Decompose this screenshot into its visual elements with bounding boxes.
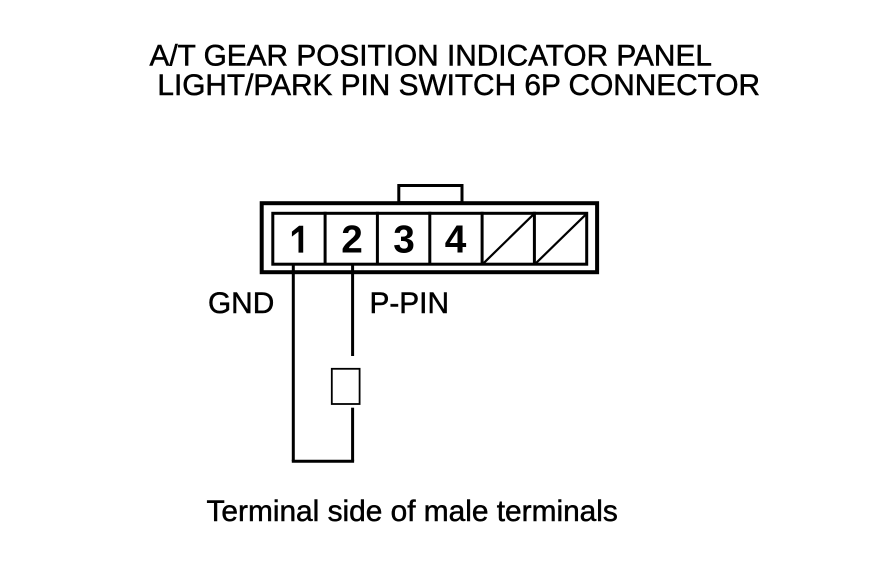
svg-text:Terminal side of male terminal: Terminal side of male terminals [207, 495, 618, 528]
svg-text:GND: GND [208, 287, 274, 320]
svg-text:2: 2 [341, 219, 363, 262]
svg-text:P-PIN: P-PIN [370, 287, 449, 320]
svg-text:LIGHT/PARK PIN SWITCH 6P CONNE: LIGHT/PARK PIN SWITCH 6P CONNECTOR [157, 69, 760, 102]
svg-text:A/T GEAR POSITION INDICATOR PA: A/T GEAR POSITION INDICATOR PANEL [150, 39, 712, 72]
svg-text:4: 4 [445, 219, 467, 262]
svg-text:3: 3 [393, 219, 415, 262]
